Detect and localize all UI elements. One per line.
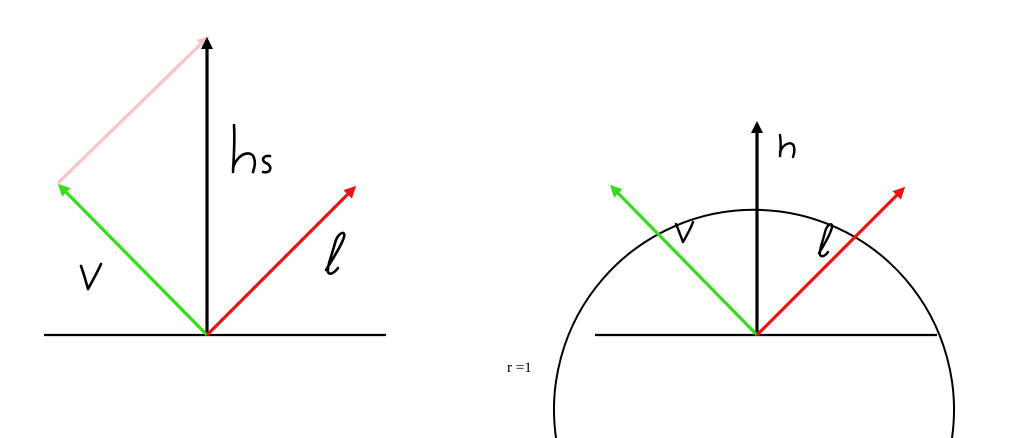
left-view-label: v: [0, 0, 103, 291]
left-panel: h_s v ℓ: [0, 0, 386, 337]
right-normal-label: h: [0, 0, 796, 159]
radius-label: r =1: [507, 360, 532, 376]
left-light-label: ℓ: [0, 0, 346, 275]
right-normal-label-text: h: [0, 0, 1, 1]
left-view-vector-arrow: [57, 183, 209, 337]
right-light-label-text: ℓ: [0, 0, 1, 1]
right-light-label: ℓ: [0, 0, 834, 258]
left-view-label-text: v: [0, 0, 1, 1]
right-view-label: v: [0, 0, 695, 244]
right-view-label-text: v: [0, 0, 1, 1]
left-sum-vector-arrow: [56, 35, 210, 185]
left-light-vector-arrow: [205, 185, 357, 337]
left-sum-vector-label-text: h_s: [0, 0, 2, 1]
right-light-vector-arrow: [755, 186, 906, 337]
unit-circle: [553, 208, 955, 438]
left-sum-vector-label: h_s: [0, 0, 272, 174]
right-panel: h v ℓ r =1: [0, 0, 955, 438]
left-light-label-text: ℓ: [0, 0, 1, 1]
right-view-vector-arrow: [609, 184, 759, 337]
